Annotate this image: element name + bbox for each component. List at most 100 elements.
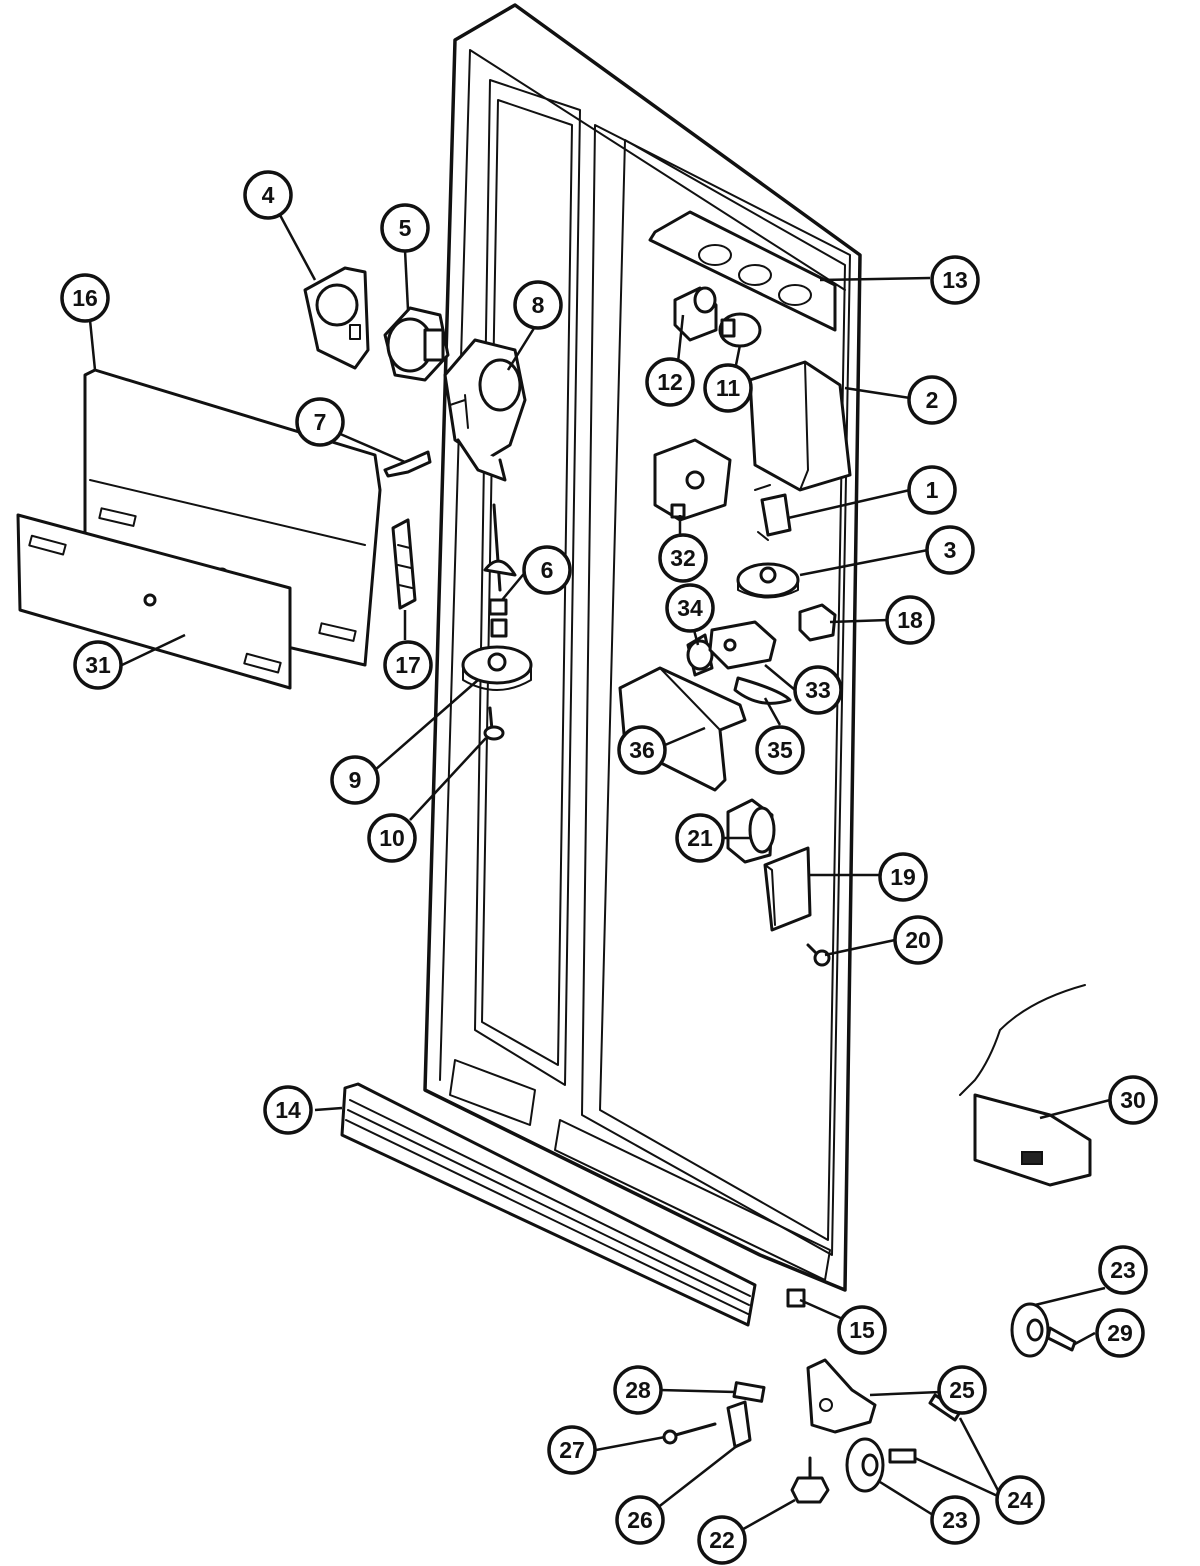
callout-13: 13 xyxy=(930,255,980,305)
svg-text:23: 23 xyxy=(942,1507,968,1533)
part-3-control-knob xyxy=(736,562,800,599)
callout-19: 19 xyxy=(878,852,928,902)
svg-text:19: 19 xyxy=(890,864,916,890)
part-14-toe-grille xyxy=(340,1082,757,1327)
callout-26: 26 xyxy=(615,1495,665,1545)
callout-36: 36 xyxy=(617,725,667,775)
part-12-light-socket xyxy=(673,286,718,342)
svg-text:6: 6 xyxy=(541,557,554,583)
svg-text:15: 15 xyxy=(849,1317,875,1343)
callout-12: 12 xyxy=(645,357,695,407)
callout-14: 14 xyxy=(263,1085,313,1135)
callout-25: 25 xyxy=(937,1365,987,1415)
svg-text:3: 3 xyxy=(944,537,957,563)
callout-1: 1 xyxy=(907,465,957,515)
svg-text:22: 22 xyxy=(709,1527,735,1553)
callout-22: 22 xyxy=(697,1515,747,1565)
svg-text:12: 12 xyxy=(657,369,683,395)
callout-2: 2 xyxy=(907,375,957,425)
svg-text:30: 30 xyxy=(1120,1087,1146,1113)
svg-text:7: 7 xyxy=(314,409,327,435)
svg-text:20: 20 xyxy=(905,927,931,953)
part-32-defrost-timer xyxy=(653,438,732,522)
callout-7: 7 xyxy=(295,397,345,447)
svg-text:11: 11 xyxy=(716,375,741,401)
svg-text:24: 24 xyxy=(1007,1487,1033,1513)
part-26-leveling-bracket xyxy=(726,1400,752,1449)
part-22-leveling-leg xyxy=(790,1456,830,1504)
svg-text:5: 5 xyxy=(399,215,412,241)
svg-text:18: 18 xyxy=(897,607,923,633)
part-21-light-lens xyxy=(726,798,776,864)
callout-3: 3 xyxy=(925,525,975,575)
part-15-grille-clip xyxy=(786,1288,806,1308)
svg-text:14: 14 xyxy=(275,1097,301,1123)
part-5-damper-motor xyxy=(383,306,450,382)
callout-9: 9 xyxy=(330,755,380,805)
svg-text:10: 10 xyxy=(379,825,405,851)
callout-8: 8 xyxy=(513,280,563,330)
svg-text:34: 34 xyxy=(677,595,703,621)
part-23-roller-wheel-lower xyxy=(845,1437,885,1493)
callout-31: 31 xyxy=(73,640,123,690)
part-11-light-bulb xyxy=(718,312,762,348)
callout-10: 10 xyxy=(367,813,417,863)
callout-6: 6 xyxy=(522,545,572,595)
svg-text:17: 17 xyxy=(395,652,421,678)
callout-16: 16 xyxy=(60,273,110,323)
svg-text:27: 27 xyxy=(559,1437,585,1463)
svg-text:26: 26 xyxy=(627,1507,653,1533)
callout-4: 4 xyxy=(243,170,293,220)
callout-28: 28 xyxy=(613,1365,663,1415)
part-1-door-switch xyxy=(754,484,792,541)
svg-text:4: 4 xyxy=(262,182,275,208)
part-19-cover-bracket xyxy=(763,846,812,932)
part-30-rear-panel xyxy=(959,984,1092,1187)
callout-30: 30 xyxy=(1108,1075,1158,1125)
part-17-hinge-bracket xyxy=(391,518,417,610)
callout-15: 15 xyxy=(837,1305,887,1355)
part-23-roller-wheel-upper xyxy=(1010,1302,1050,1358)
callout-29: 29 xyxy=(1095,1308,1145,1358)
callout-5: 5 xyxy=(380,203,430,253)
part-9-knob xyxy=(461,645,533,691)
part-2-light-shield xyxy=(748,360,852,492)
part-7-clip xyxy=(383,450,432,478)
part-6-rod-bushing xyxy=(483,503,517,638)
callout-20: 20 xyxy=(893,915,943,965)
svg-text:1: 1 xyxy=(926,477,939,503)
part-34-thermostat-clip xyxy=(686,633,714,677)
callout-35: 35 xyxy=(755,725,805,775)
svg-text:16: 16 xyxy=(72,285,98,311)
part-35-capillary-tube xyxy=(733,676,792,705)
svg-text:32: 32 xyxy=(670,545,696,571)
part-27-screw xyxy=(662,1422,717,1445)
svg-text:25: 25 xyxy=(949,1377,975,1403)
callout-11: 11 xyxy=(703,363,753,413)
svg-text:21: 21 xyxy=(687,825,713,851)
part-33-thermostat xyxy=(708,620,777,670)
callout-23-lower: 23 xyxy=(930,1495,980,1545)
callout-21: 21 xyxy=(675,813,725,863)
callout-23-upper: 23 xyxy=(1098,1245,1148,1295)
callout-33: 33 xyxy=(793,665,843,715)
svg-text:13: 13 xyxy=(942,267,968,293)
part-29-axle-pin xyxy=(1046,1326,1077,1352)
part-13-mounting-bracket xyxy=(648,210,837,332)
part-31-trim-panel xyxy=(16,513,292,690)
svg-text:31: 31 xyxy=(85,652,111,678)
callout-18: 18 xyxy=(885,595,935,645)
svg-text:2: 2 xyxy=(926,387,939,413)
svg-text:29: 29 xyxy=(1107,1320,1133,1346)
callout-24: 24 xyxy=(995,1475,1045,1525)
svg-text:33: 33 xyxy=(805,677,831,703)
part-10-screw xyxy=(483,706,505,741)
svg-text:23: 23 xyxy=(1110,1257,1136,1283)
leader-lines xyxy=(88,214,1111,1534)
callout-17: 17 xyxy=(383,640,433,690)
svg-text:36: 36 xyxy=(629,737,655,763)
part-18-connector xyxy=(798,603,837,642)
callout-34: 34 xyxy=(665,583,715,633)
